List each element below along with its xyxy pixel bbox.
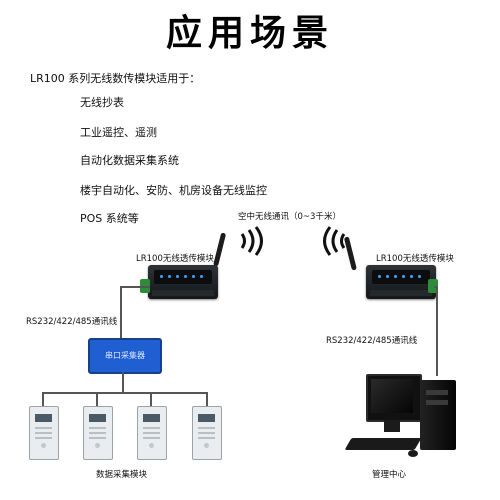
pc-keyboard — [344, 438, 422, 450]
connector-line — [96, 392, 98, 406]
radio-waves-left-icon — [240, 226, 263, 256]
meters-label: 数据采集模块 — [96, 470, 148, 480]
serial-link-right-label: RS232/422/485通讯线 — [326, 336, 418, 346]
application-item: 楼宇自动化、安防、机房设备无线监控 — [80, 184, 267, 197]
connector-line — [434, 286, 438, 288]
serial-collector-label: 串口采集器 — [105, 351, 145, 360]
energy-meter — [29, 406, 59, 460]
module-right-label: LR100无线透传模块 — [376, 254, 454, 264]
serial-link-left-label: RS232/422/485通讯线 — [26, 317, 118, 327]
connector-line — [436, 286, 438, 376]
application-item: 自动化数据采集系统 — [80, 154, 179, 167]
connector-line — [42, 392, 44, 406]
antenna-left-icon — [213, 232, 227, 267]
bus-line — [42, 392, 208, 394]
pc-label: 管理中心 — [372, 470, 407, 480]
intro-text: LR100 系列无线数传模块适用于： — [30, 72, 201, 85]
application-item: 工业遥控、遥测 — [80, 126, 157, 139]
connector-line — [120, 286, 150, 288]
pc-mouse — [408, 450, 418, 457]
lr100-module-right — [366, 265, 438, 299]
pc-monitor — [366, 374, 422, 422]
pc-tower — [420, 380, 456, 450]
energy-meter — [192, 406, 222, 460]
application-item: 无线抄表 — [80, 96, 124, 109]
serial-collector-box: 串口采集器 — [88, 338, 162, 374]
module-left-label: LR100无线透传模块 — [136, 254, 214, 264]
connector-line — [120, 286, 122, 338]
pc-stand — [384, 420, 400, 432]
connector-line — [150, 392, 152, 406]
radio-waves-right-icon — [323, 226, 346, 256]
wireless-link-label: 空中无线通讯（0~3千米） — [238, 212, 341, 222]
energy-meter — [83, 406, 113, 460]
connector-line — [206, 392, 208, 406]
application-item: POS 系统等 — [80, 212, 139, 225]
energy-meter — [137, 406, 167, 460]
lr100-module-left — [140, 265, 218, 299]
connector-line — [122, 372, 124, 392]
page-title: 应用场景 — [165, 12, 334, 54]
